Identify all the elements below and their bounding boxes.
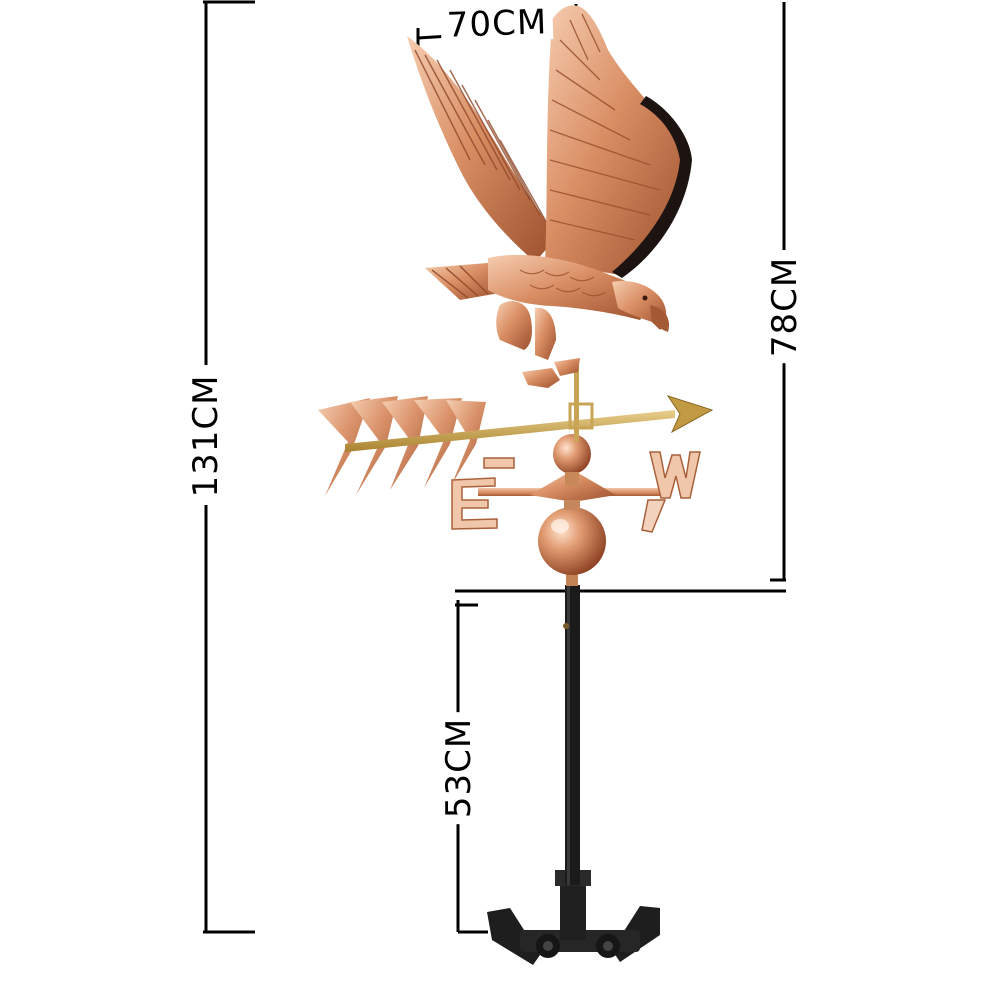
eagle-body-feathers bbox=[519, 269, 607, 297]
eagle bbox=[407, 5, 692, 388]
dimension-lines bbox=[203, 0, 786, 934]
width-dimension-label: 70CM bbox=[440, 2, 554, 46]
mounting-bracket bbox=[487, 870, 660, 965]
eagle-tail bbox=[425, 262, 505, 300]
pole bbox=[563, 585, 580, 885]
eagle-beak bbox=[650, 305, 670, 332]
total-height-dimension-label: 131CM bbox=[186, 368, 226, 504]
eagle-body bbox=[488, 254, 655, 320]
eagle-right-wing bbox=[545, 5, 692, 278]
eagle-legs bbox=[496, 301, 580, 388]
eagle-left-wing bbox=[407, 36, 556, 262]
pole-height-dimension-label: 53CM bbox=[439, 711, 479, 825]
arrow-fletching bbox=[318, 396, 486, 496]
arrow bbox=[318, 360, 714, 496]
upper-height-dimension-label: 78CM bbox=[765, 250, 805, 364]
eagle-eye bbox=[642, 295, 648, 301]
west-letter-shape bbox=[641, 451, 701, 533]
east-letter-shape bbox=[451, 457, 515, 530]
lower-assembly bbox=[451, 434, 701, 586]
